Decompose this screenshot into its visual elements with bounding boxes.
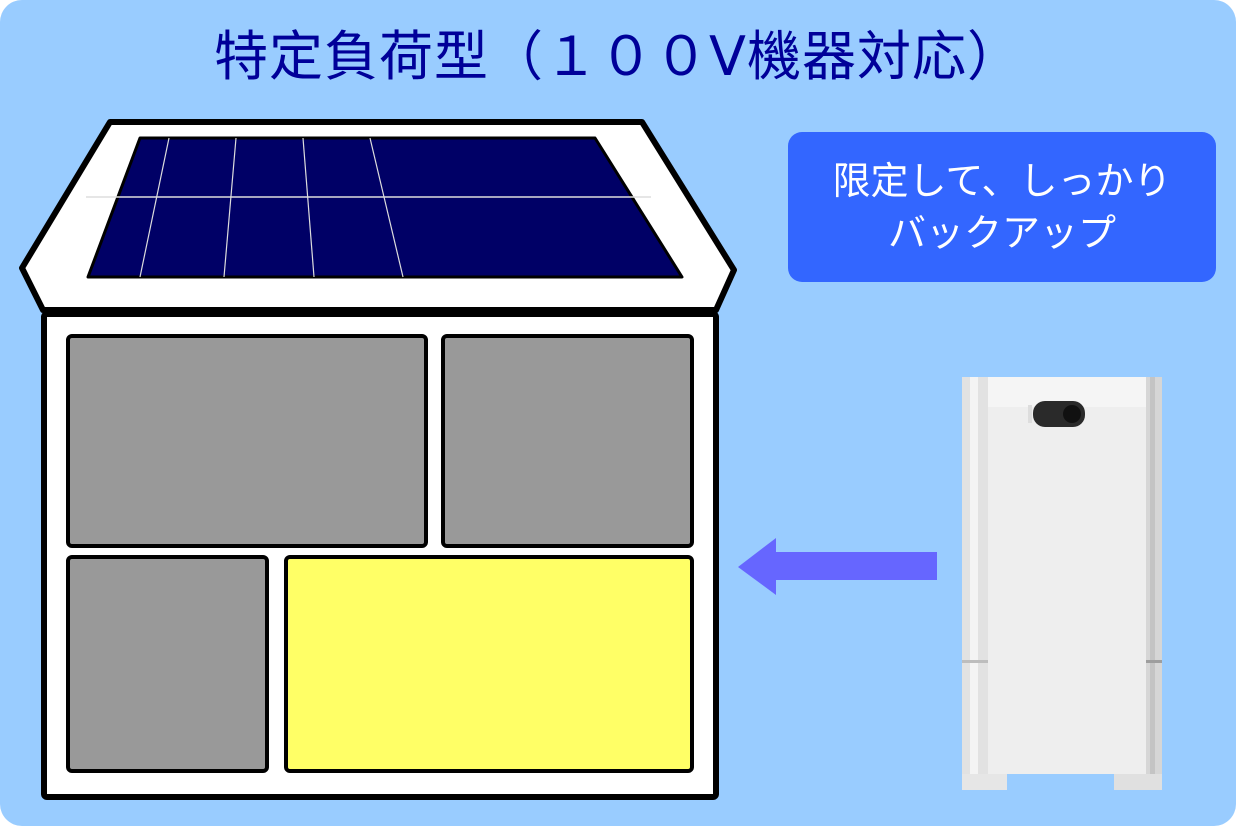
room-top-right [441,334,694,548]
callout-line-2: バックアップ [887,211,1116,255]
backup-callout-box: 限定して、しっかり バックアップ [788,132,1216,282]
room-bottom-right-backed-up [284,555,694,773]
page-title: 特定負荷型（１００V機器対応） [214,25,1022,88]
solar-panel-icon [86,136,684,279]
storage-battery-icon [962,377,1162,790]
callout-line-1: 限定して、しっかり [832,159,1172,203]
room-top-left [66,334,428,548]
room-bottom-left [66,555,269,773]
arrow-left-icon [738,538,937,595]
